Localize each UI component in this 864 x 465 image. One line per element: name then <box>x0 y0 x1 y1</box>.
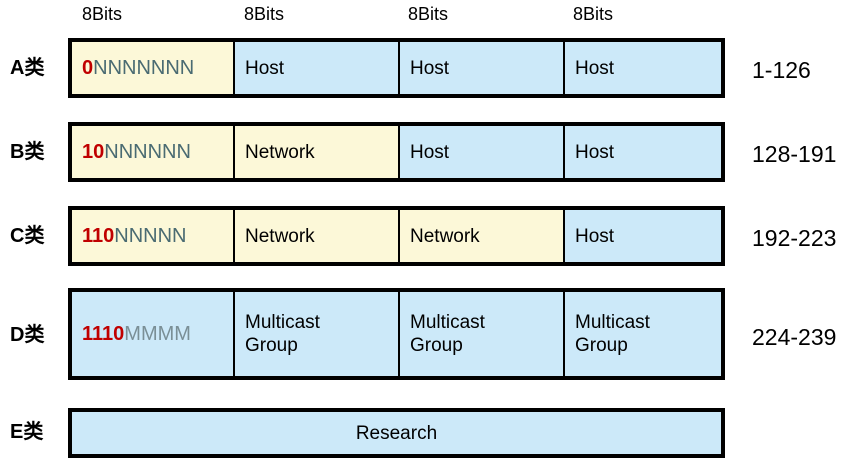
class-label-d: D类 <box>10 324 45 346</box>
class-b-bit-pattern: 10NNNNNN <box>82 141 191 164</box>
column-header-bits-1: 8Bits <box>82 4 123 24</box>
class-b-octet4-cell: Host <box>565 126 721 178</box>
class-b-octet2-label: Network <box>245 141 315 163</box>
class-d-octet4-label: Multicast Group <box>575 312 650 356</box>
class-b-octet4-label: Host <box>575 141 615 163</box>
class-d-octet3-cell: Multicast Group <box>400 292 565 376</box>
class-a-bit-rest: NNNNNNN <box>93 56 195 79</box>
class-d-octet4-cell: Multicast Group <box>565 292 721 376</box>
column-header-bits-2: 8Bits <box>244 4 285 24</box>
class-a-range: 1-126 <box>752 57 811 83</box>
class-label-b: B类 <box>10 141 45 163</box>
class-d-bit-pattern-cell: 1110MMMM <box>72 292 235 376</box>
class-a-bit-prefix: 0 <box>82 56 94 79</box>
class-c-bit-pattern-cell: 110NNNNN <box>72 210 235 262</box>
class-b-octet2-cell: Network <box>235 126 400 178</box>
class-d-row: 1110MMMM Multicast Group Multicast Group… <box>68 288 725 380</box>
class-c-octet4-label: Host <box>575 225 615 247</box>
class-b-row: 10NNNNNN Network Host Host <box>68 122 725 182</box>
class-a-row: 0NNNNNNN Host Host Host <box>68 38 725 98</box>
column-header-bits-4: 8Bits <box>573 4 614 24</box>
class-b-bit-prefix: 10 <box>82 140 105 163</box>
class-b-octet3-label: Host <box>410 141 450 163</box>
class-b-bit-rest: NNNNNN <box>104 140 191 163</box>
class-b-octet3-cell: Host <box>400 126 565 178</box>
class-c-bit-pattern: 110NNNNN <box>82 225 186 248</box>
class-label-c: C类 <box>10 225 45 247</box>
class-c-octet4-cell: Host <box>565 210 721 262</box>
class-a-octet3-label: Host <box>410 57 450 79</box>
class-e-row: Research <box>68 408 725 458</box>
class-a-octet2-cell: Host <box>235 42 400 94</box>
class-label-e: E类 <box>10 421 44 443</box>
class-c-row: 110NNNNN Network Network Host <box>68 206 725 266</box>
class-c-bit-prefix: 110 <box>82 224 115 247</box>
class-c-octet2-label: Network <box>245 225 315 247</box>
class-a-octet4-cell: Host <box>565 42 721 94</box>
class-d-bit-pattern: 1110MMMM <box>82 323 191 346</box>
class-a-bit-pattern-cell: 0NNNNNNN <box>72 42 235 94</box>
class-d-range: 224-239 <box>752 324 837 350</box>
class-c-octet2-cell: Network <box>235 210 400 262</box>
class-label-a: A类 <box>10 57 45 79</box>
class-c-bit-rest: NNNNN <box>114 224 187 247</box>
class-d-bit-prefix: 1110 <box>82 322 125 345</box>
class-a-bit-pattern: 0NNNNNNN <box>82 57 194 80</box>
class-a-octet3-cell: Host <box>400 42 565 94</box>
class-c-range: 192-223 <box>752 225 837 251</box>
class-d-octet3-label: Multicast Group <box>410 312 485 356</box>
class-c-octet3-cell: Network <box>400 210 565 262</box>
class-a-octet4-label: Host <box>575 57 615 79</box>
class-b-bit-pattern-cell: 10NNNNNN <box>72 126 235 178</box>
class-a-octet2-label: Host <box>245 57 285 79</box>
class-d-bit-rest: MMMM <box>124 322 191 345</box>
class-c-octet3-label: Network <box>410 225 480 247</box>
class-b-range: 128-191 <box>752 141 837 167</box>
class-d-octet2-cell: Multicast Group <box>235 292 400 376</box>
class-d-octet2-label: Multicast Group <box>245 312 320 356</box>
class-e-full-cell: Research <box>72 412 721 454</box>
class-e-label: Research <box>355 422 438 444</box>
column-header-bits-3: 8Bits <box>408 4 449 24</box>
column-headers: 8Bits 8Bits 8Bits 8Bits <box>68 2 725 28</box>
